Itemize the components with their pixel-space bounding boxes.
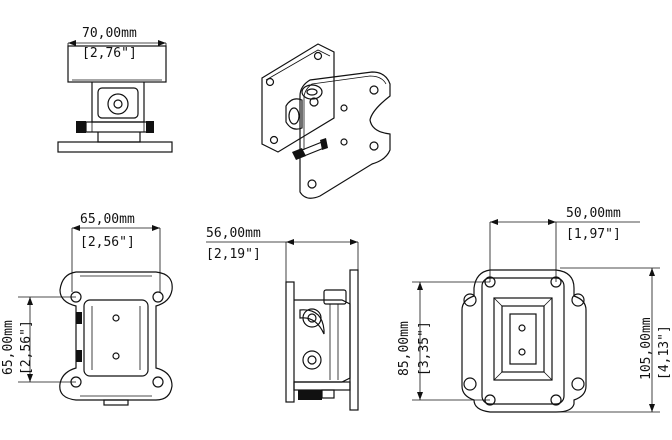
back-hole-height-mm: 85,00mm [397,321,412,376]
back-hole-height-in: [3,35"] [417,321,432,376]
top-width-mm: 70,00mm [82,26,137,41]
back-height-in: [4,13"] [657,325,672,380]
bf-height-in: [2,56"] [19,320,34,375]
bf-width-in: [2,56"] [80,235,135,250]
bf-width-mm: 65,00mm [80,212,135,227]
back-view: 50,00mm [1,97"] 85,00mm [3,35"] 105,00mm… [397,206,672,413]
isometric-view [261,43,391,199]
bottom-front-view: 65,00mm [2,56"] 65,00mm [2,56"] [1,212,173,406]
back-width-in: [1,97"] [566,227,621,242]
top-width-in: [2,76"] [82,46,137,61]
side-width-in: [2,19"] [206,247,261,262]
back-width-mm: 50,00mm [566,206,621,221]
side-width-mm: 56,00mm [206,226,261,241]
back-height-mm: 105,00mm [639,317,654,380]
top-front-view: 70,00mm [2,76"] [57,26,173,153]
side-view: 56,00mm [2,19"] [206,226,359,411]
bf-height-mm: 65,00mm [1,320,16,375]
